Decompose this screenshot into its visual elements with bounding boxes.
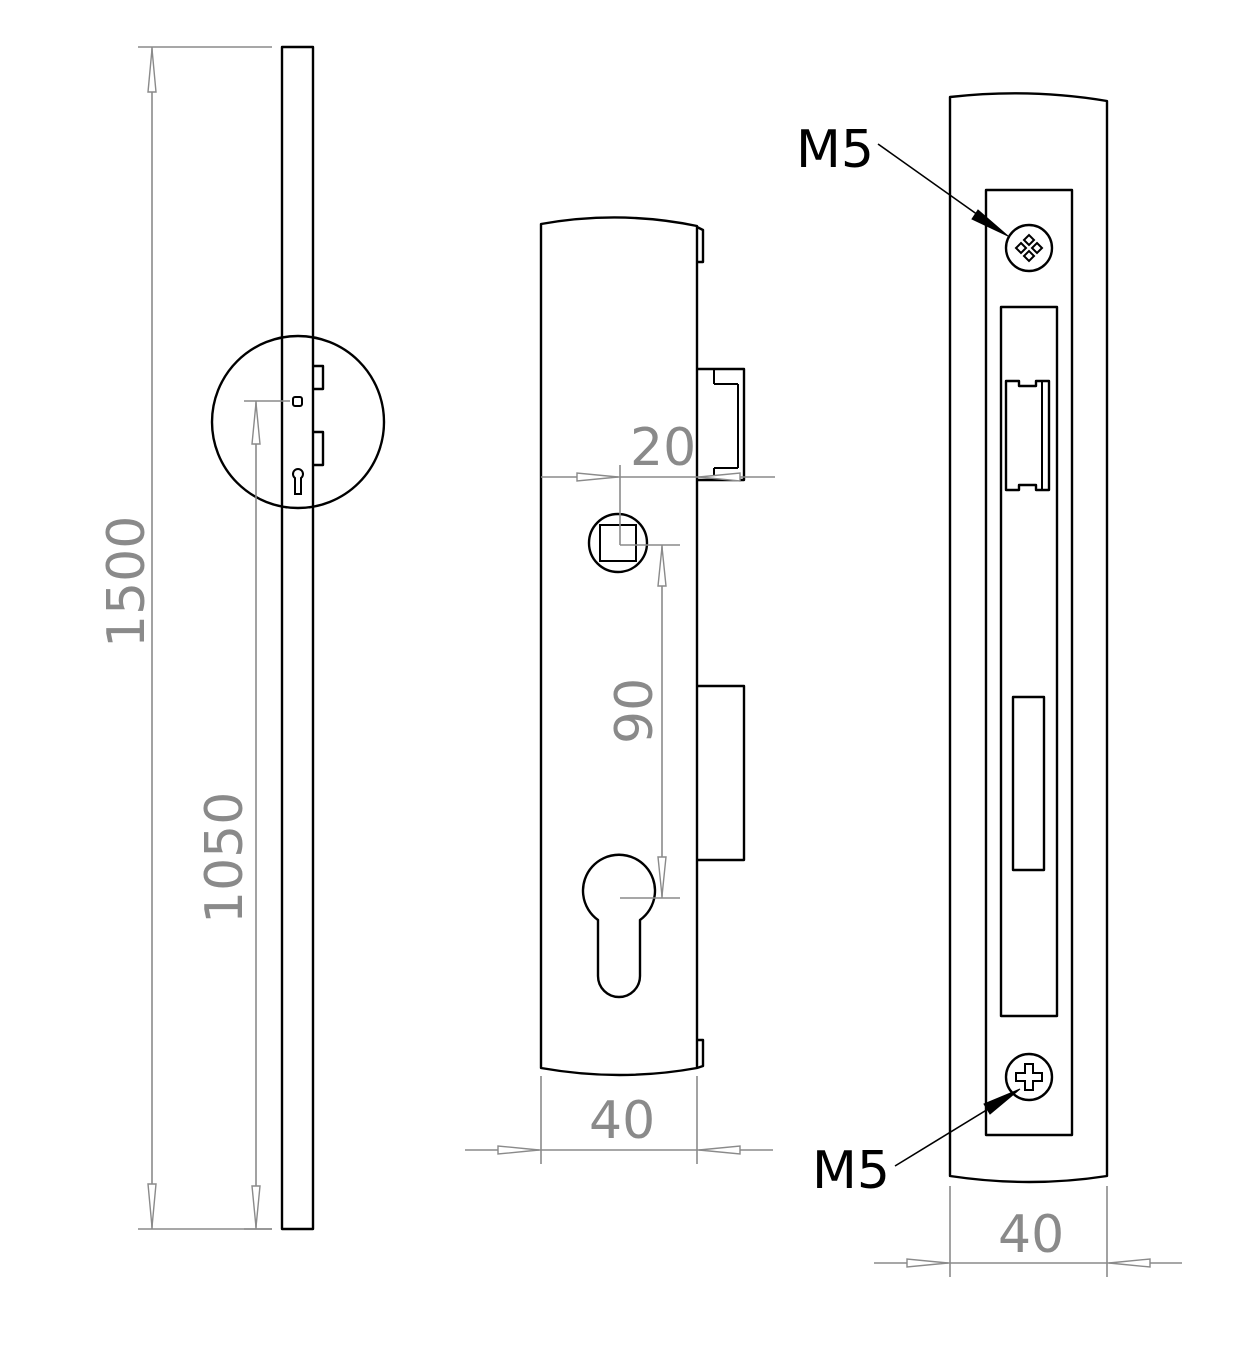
callout-screw-bottom: M5 bbox=[812, 1088, 1021, 1201]
latch-opening bbox=[1004, 379, 1051, 492]
edge-tab-top bbox=[696, 225, 705, 264]
strike-plate-view bbox=[948, 92, 1109, 1184]
spindle-square bbox=[599, 524, 637, 562]
strike-recess bbox=[999, 305, 1059, 1018]
dimension-text-20: 20 bbox=[630, 418, 696, 478]
lower-bolt bbox=[313, 430, 325, 467]
faceplate-outline bbox=[539, 216, 699, 1077]
callout-screw-top: M5 bbox=[796, 120, 1009, 237]
bar-outline bbox=[280, 45, 315, 1231]
spindle-hole bbox=[292, 396, 303, 407]
dimension-text-40-front: 40 bbox=[589, 1091, 655, 1151]
strike-inner-plate bbox=[984, 188, 1074, 1137]
dimension-text-1050: 1050 bbox=[195, 792, 255, 924]
spindle-follower bbox=[587, 512, 649, 574]
side-view-bar bbox=[210, 45, 386, 1231]
dead-bolt bbox=[697, 684, 746, 862]
screw-bottom-icon bbox=[1004, 1052, 1054, 1102]
dimension-text-40-strike: 40 bbox=[998, 1205, 1064, 1265]
deadbolt-opening bbox=[1011, 695, 1046, 872]
dimension-text-90: 90 bbox=[605, 678, 665, 744]
dimension-backset: 20 bbox=[541, 418, 775, 545]
callout-text-bottom: M5 bbox=[812, 1141, 890, 1201]
dimension-handle-height: 1050 bbox=[195, 400, 290, 1230]
dimension-centre-distance: 90 bbox=[605, 544, 680, 899]
dimension-overall-length: 1500 bbox=[97, 46, 272, 1230]
edge-tab-bottom bbox=[696, 1038, 705, 1070]
dimension-text-1500: 1500 bbox=[97, 516, 157, 648]
dimension-faceplate-width: 40 bbox=[465, 1076, 773, 1164]
upper-bolt bbox=[313, 364, 325, 391]
keyhole-small bbox=[292, 468, 304, 495]
dimension-strike-width: 40 bbox=[874, 1186, 1182, 1277]
screw-top-icon bbox=[1004, 223, 1054, 273]
lock-detail-circle bbox=[210, 334, 386, 510]
front-view-lock bbox=[539, 216, 746, 1077]
callout-text-top: M5 bbox=[796, 120, 874, 180]
strike-outer bbox=[948, 92, 1109, 1184]
latch-bolt bbox=[697, 367, 746, 482]
cylinder-cutout bbox=[581, 853, 657, 999]
